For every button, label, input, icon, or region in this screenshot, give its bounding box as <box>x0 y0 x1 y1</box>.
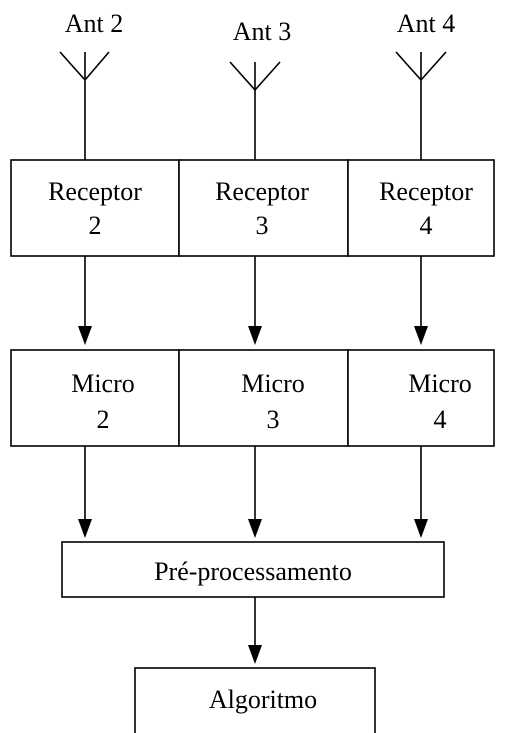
preprocessing-label: Pré-processamento <box>154 557 352 586</box>
arrow-receiver-micro-3 <box>248 256 262 345</box>
receiver-number-3: 3 <box>256 211 269 240</box>
algorithm-label: Algoritmo <box>209 685 317 714</box>
algorithm-box <box>134 667 376 733</box>
micro-label-3: Micro <box>241 369 305 398</box>
micro-box-3 <box>178 349 349 447</box>
arrow-micro-preprocessing-2 <box>78 446 92 538</box>
arrow-micro-preprocessing-3 <box>248 446 262 538</box>
micro-box-4 <box>347 349 495 447</box>
receiver-number-2: 2 <box>89 211 102 240</box>
antenna-icon-3 <box>229 61 281 160</box>
preprocessing-box <box>61 541 445 598</box>
micro-label-4: Micro <box>408 369 472 398</box>
micro-number-2: 2 <box>97 405 110 434</box>
receiver-box-2 <box>10 159 180 257</box>
receiver-box-3 <box>178 159 349 257</box>
receiver-number-4: 4 <box>420 211 433 240</box>
micro-label-2: Micro <box>71 369 135 398</box>
receiver-box-4 <box>347 159 495 257</box>
arrow-receiver-micro-2 <box>78 256 92 345</box>
receiver-label-4: Receptor <box>379 177 473 206</box>
micro-number-3: 3 <box>267 405 280 434</box>
arrow-preprocessing-algorithm <box>248 597 262 664</box>
micro-box-2 <box>10 349 180 447</box>
arrow-receiver-micro-4 <box>414 256 428 345</box>
receiver-label-3: Receptor <box>215 177 309 206</box>
micro-number-4: 4 <box>434 405 447 434</box>
antenna-label-4: Ant 4 <box>397 9 456 38</box>
antenna-icon-4 <box>395 51 447 160</box>
receiver-label-2: Receptor <box>48 177 142 206</box>
antenna-label-3: Ant 3 <box>233 17 292 46</box>
antenna-label-2: Ant 2 <box>65 9 124 38</box>
arrow-micro-preprocessing-4 <box>414 446 428 538</box>
antenna-icon-2 <box>59 51 110 160</box>
